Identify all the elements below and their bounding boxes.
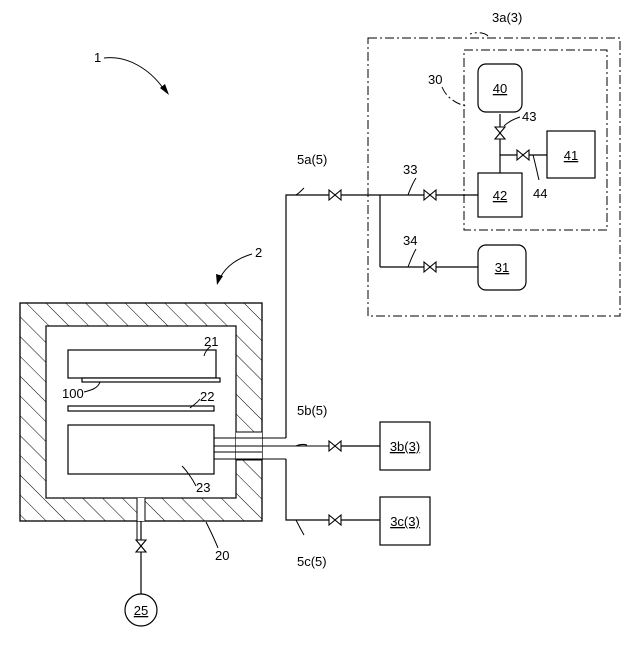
stage-23 <box>68 425 214 474</box>
upper-plate-21 <box>68 350 220 382</box>
label-supply-3c: 3c(3) <box>390 514 420 529</box>
label-pipe-5b: 5b(5) <box>297 403 327 418</box>
valve-pump <box>136 540 146 552</box>
label-supply-3b: 3b(3) <box>390 439 420 454</box>
chamber-20 <box>20 303 262 521</box>
label-tank-40: 40 <box>493 81 507 96</box>
label-supply-3a: 3a(3) <box>492 10 522 25</box>
label-source-31: 31 <box>495 260 509 275</box>
label-line-34: 34 <box>403 233 417 248</box>
valve-5c <box>329 515 341 525</box>
label-line-44: 44 <box>533 186 547 201</box>
pipe-5c <box>286 459 380 520</box>
label-shield-plate-22: 22 <box>200 389 214 404</box>
valve-43 <box>495 127 505 139</box>
label-system-1: 1 <box>94 50 101 65</box>
valve-44 <box>517 150 529 160</box>
label-chamber-20: 20 <box>215 548 229 563</box>
label-line-33: 33 <box>403 162 417 177</box>
label-substrate-100: 100 <box>62 386 84 401</box>
valve-34 <box>424 262 436 272</box>
label-pipe-5a: 5a(5) <box>297 152 327 167</box>
label-pipe-5c: 5c(5) <box>297 554 327 569</box>
label-pump-25: 25 <box>134 603 148 618</box>
label-tank-42: 42 <box>493 188 507 203</box>
valve-5a <box>329 190 341 200</box>
label-line-43: 43 <box>522 109 536 124</box>
label-upper-plate-21: 21 <box>204 334 218 349</box>
label-stage-23: 23 <box>196 480 210 495</box>
valve-33 <box>424 190 436 200</box>
label-subunit-30: 30 <box>428 72 442 87</box>
label-tank-41: 41 <box>564 148 578 163</box>
valve-5b <box>329 441 341 451</box>
label-chamber-unit-2: 2 <box>255 245 262 260</box>
